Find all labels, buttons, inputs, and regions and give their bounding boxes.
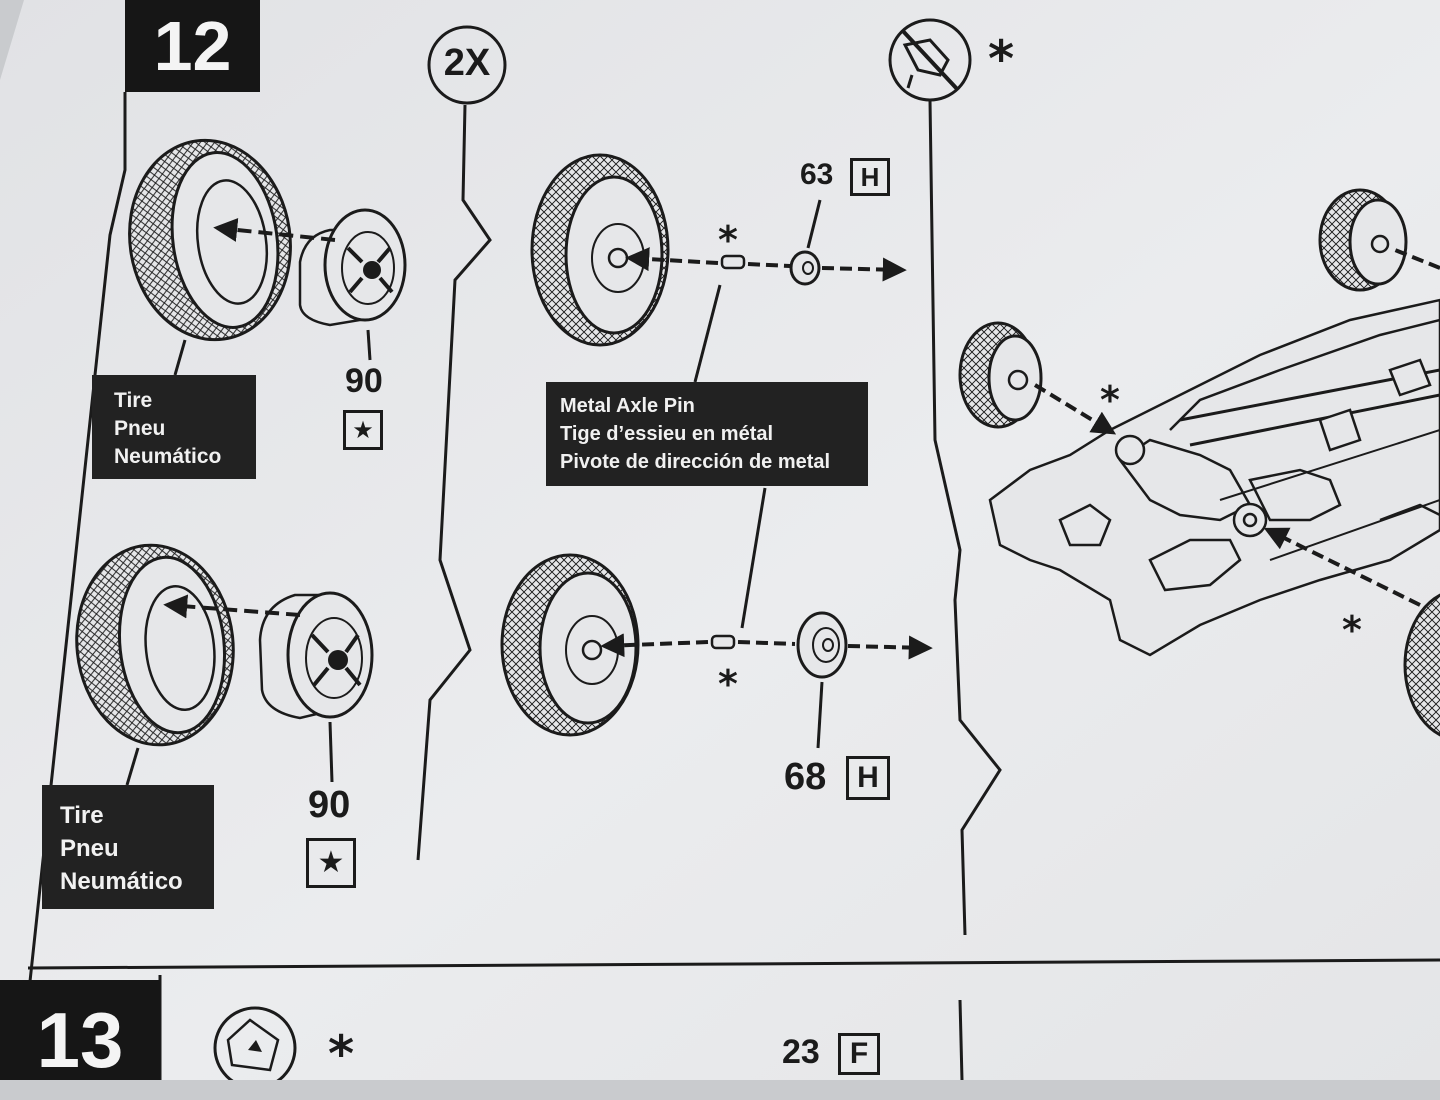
step-number-13: 13 <box>0 980 160 1084</box>
asterisk-chassis-front: * <box>1100 378 1120 422</box>
chassis-wheel-front <box>958 321 1043 429</box>
asterisk-step-13: * <box>328 1025 355 1083</box>
arrow-chassis-rear-top <box>1394 248 1440 270</box>
divider-left <box>416 104 492 861</box>
step-13-divider <box>958 999 964 1080</box>
arrow-chassis-rear <box>1263 527 1421 607</box>
axle-pin-bottom <box>710 634 736 650</box>
arrow-assembly-bottom-right <box>847 635 933 660</box>
tire-label-bottom-en: Tire <box>60 802 104 829</box>
axle-pin-label: Metal Axle Pin Tige d’essieu en métal Pi… <box>546 382 868 486</box>
tire-label-bottom-fr: Pneu <box>60 835 119 862</box>
no-glue-icon <box>888 18 972 102</box>
section-divider <box>27 958 1440 970</box>
asterisk-axle-top: * <box>718 218 738 262</box>
tire-label-top-fr: Pneu <box>114 417 166 440</box>
tire-label-bottom: Tire Pneu Neumático <box>42 785 214 909</box>
arrow-assembly-top-mid <box>747 262 791 268</box>
tire-label-top-es: Neumático <box>114 445 222 468</box>
tire-bottom <box>75 543 235 747</box>
step-12-frame <box>26 92 127 1001</box>
part-number-washer-top: 63 <box>800 158 834 191</box>
arrow-tire-bottom <box>163 594 301 619</box>
chassis-wheel-rear-bottom <box>1403 593 1440 737</box>
asterisk-chassis-rear: * <box>1342 608 1362 652</box>
leader-axle-top <box>693 284 722 383</box>
asterisk-no-glue: * <box>988 30 1015 88</box>
leader-washer-bottom <box>816 681 824 749</box>
axle-pin-label-es: Pivote de dirección de metal <box>560 451 831 473</box>
axle-pin-label-fr: Tige d’essieu en métal <box>560 423 774 445</box>
leader-tire-top <box>173 339 187 376</box>
chassis-wheel-rear-top <box>1318 188 1408 292</box>
axle-pin-top <box>720 254 746 270</box>
part-number-step13: 23 <box>782 1033 820 1071</box>
leader-axle-bottom <box>740 487 767 629</box>
arrow-assembly-bottom-mid <box>737 640 796 646</box>
quantity-badge: 2X <box>443 42 491 84</box>
tire-label-bottom-es: Neumático <box>60 868 183 895</box>
tire-top <box>128 138 292 342</box>
washer-top <box>789 250 821 286</box>
arrow-chassis-front <box>1033 383 1117 435</box>
divider-right <box>928 99 1002 936</box>
part-number-wheel-top: 90 <box>345 362 383 400</box>
part-number-washer-bottom: 68 <box>784 756 827 798</box>
chassis-drawing <box>988 298 1440 657</box>
step-number-12: 12 <box>125 0 260 92</box>
leader-washer-top <box>806 199 822 249</box>
leader-wheel-bottom <box>328 721 334 783</box>
asterisk-axle-bottom: * <box>718 662 738 706</box>
chrome-star-icon: ★ <box>306 838 356 888</box>
wheel-rim-bottom <box>258 591 374 720</box>
quantity-badge-circle <box>427 25 507 105</box>
washer-bottom <box>796 611 848 679</box>
arrow-assembly-top-right <box>821 257 907 282</box>
tire-label-top: Tire Pneu Neumático <box>92 375 256 479</box>
part-letter-washer-bottom: H <box>846 756 890 800</box>
part-letter-step13: F <box>838 1033 880 1075</box>
tire-label-top-en: Tire <box>114 389 153 412</box>
part-number-wheel-bottom: 90 <box>308 784 351 826</box>
paint-icon <box>213 1006 297 1080</box>
leader-wheel-top <box>366 329 372 361</box>
chrome-star-icon: ★ <box>343 410 383 450</box>
part-letter-washer-top: H <box>850 158 890 196</box>
arrow-assembly-top-left <box>625 247 719 272</box>
wheel-rim-top <box>298 208 407 327</box>
wheel-assembly-top <box>530 153 670 347</box>
leader-tire-bottom <box>125 747 140 786</box>
axle-pin-label-en: Metal Axle Pin <box>560 395 695 417</box>
